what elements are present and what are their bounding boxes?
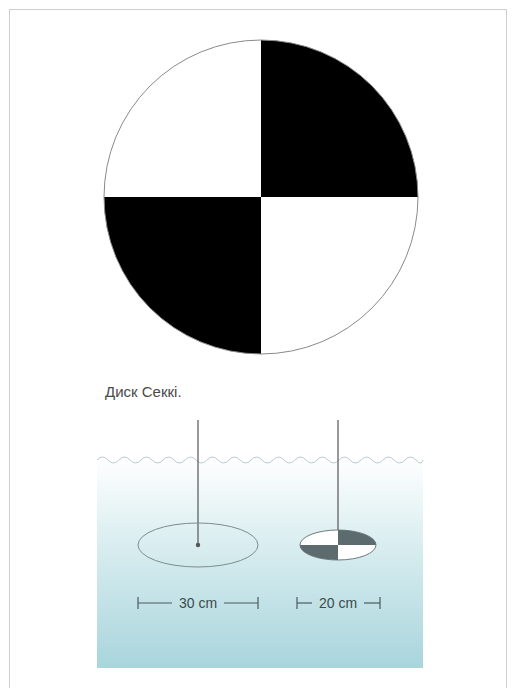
secchi-disk	[104, 40, 418, 354]
page-frame	[10, 10, 507, 688]
water-scene	[97, 420, 423, 668]
dimension-label: 30 cm	[179, 596, 217, 610]
figure-caption: Диск Секкі.	[105, 383, 182, 400]
dimension-label: 20 cm	[319, 596, 357, 610]
